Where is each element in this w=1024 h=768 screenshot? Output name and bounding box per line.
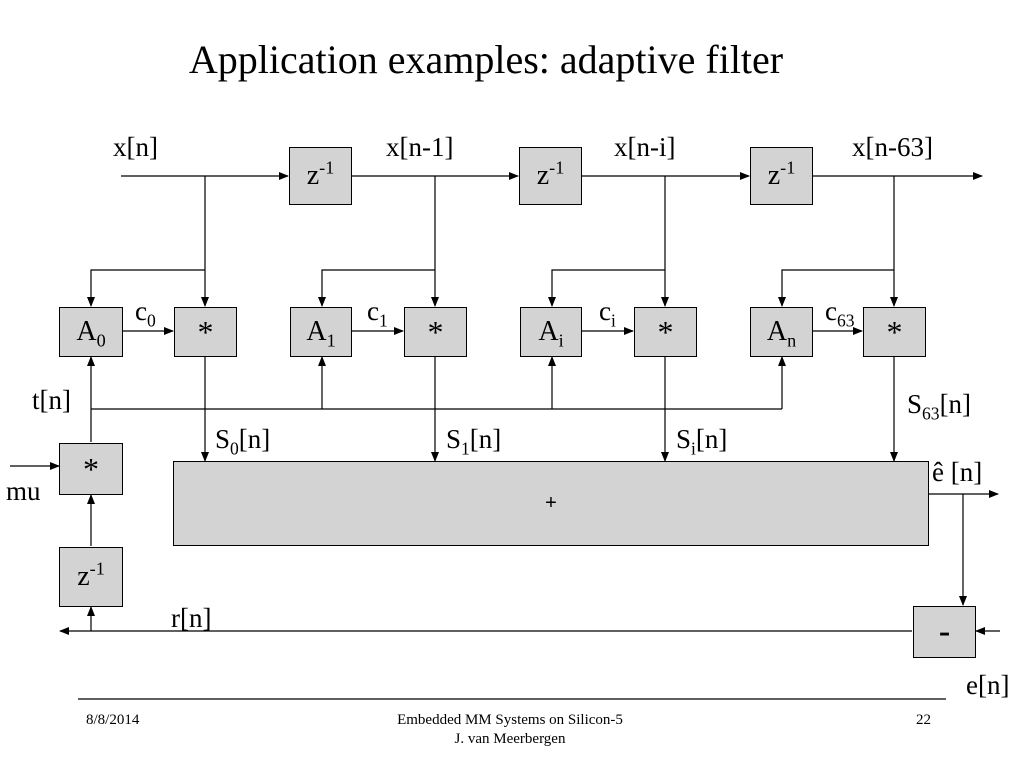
label-s63: S63[n] [907,389,972,424]
mu-multiplier: * [59,443,123,495]
slide-title: Application examples: adaptive filter [188,37,784,82]
update-block-0: A0 [59,307,123,357]
label-c63: c63 [825,296,855,331]
multiplier-63: * [863,307,926,357]
label-e-n: e[n] [966,670,1010,700]
label-c0: c0 [135,296,156,331]
delay-box-feedback: z-1 [59,547,123,607]
footer-center: Embedded MM Systems on Silicon-5 J. van … [340,711,680,749]
adder-block: + [173,461,929,546]
footer-date: 8/8/2014 [86,712,140,728]
label-s1: S1[n] [446,424,502,459]
label-x-n-i: x[n-i] [614,132,676,162]
label-si: Si[n] [676,424,728,459]
label-e-hat: ê [n] [932,457,983,487]
update-block-1: A1 [290,307,352,357]
label-x-n: x[n] [113,132,158,162]
label-c1: c1 [367,296,388,331]
label-mu: mu [6,476,41,506]
footer-course: Embedded MM Systems on Silicon-5 [397,712,623,728]
label-s0: S0[n] [215,424,271,459]
label-t-n: t[n] [32,385,71,415]
label-r-n: r[n] [171,603,212,633]
subtractor-block: - [913,606,976,658]
label-x-n-1: x[n-1] [386,132,454,162]
delay-box-1: z-1 [289,147,352,205]
footer-author: J. van Meerbergen [454,731,566,747]
multiplier-0: * [174,307,237,357]
multiplier-1: * [404,307,467,357]
update-block-n: An [750,307,813,357]
delay-box-2: z-1 [519,147,582,205]
update-block-i: Ai [520,307,582,357]
label-ci: ci [599,296,616,331]
label-x-n-63: x[n-63] [852,132,933,162]
delay-box-3: z-1 [750,147,813,205]
multiplier-i: * [634,307,697,357]
footer-page-number: 22 [916,712,931,728]
